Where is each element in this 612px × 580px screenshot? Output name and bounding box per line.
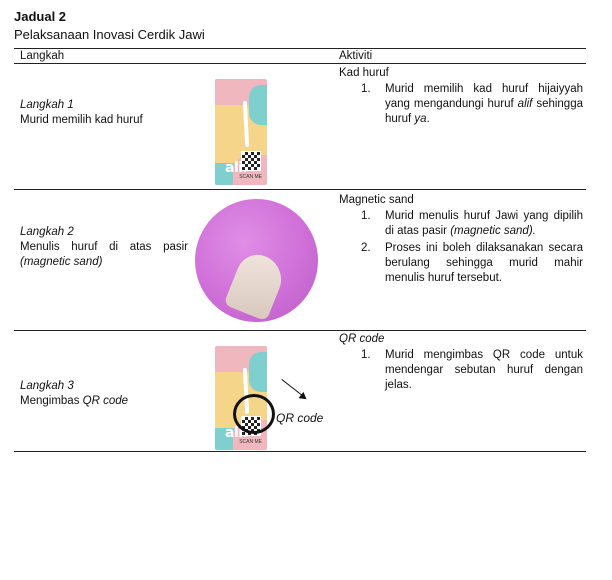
qr-code-icon [241,151,261,171]
activity-cell: Magnetic sand 1.Murid menulis huruf Jawi… [339,193,583,286]
activity-title: QR code [339,333,385,345]
list-item: 1.Murid memilih kad huruf hijaiyyah yang… [361,83,583,125]
row-divider [14,189,586,190]
row-divider [14,330,586,331]
activity-list: 1.Murid memilih kad huruf hijaiyyah yang… [339,82,583,127]
activity-cell: Kad huruf 1.Murid memilih kad huruf hija… [339,66,583,127]
finger-image [223,248,289,322]
step-cell: Langkah 1 Murid memilih kad huruf [20,98,188,128]
activity-list: 1.Murid mengimbas QR code untuk mendenga… [339,348,583,393]
step-label: Langkah 3 [20,380,74,392]
list-item: 1.Murid menulis huruf Jawi yang dipilih … [361,210,583,237]
step-cell: Langkah 3 Mengimbas QR code [20,379,188,409]
activity-list: 1.Murid menulis huruf Jawi yang dipilih … [339,209,583,286]
list-item: 1.Murid mengimbas QR code untuk mendenga… [361,349,583,391]
table-bottom-rule [14,451,586,452]
step-description-italic: (magnetic sand) [20,256,103,268]
activity-cell: QR code 1.Murid mengimbas QR code untuk … [339,332,583,393]
table-row: Langkah 2 Menulis huruf di atas pasir (m… [14,190,586,330]
step-description: Menulis huruf di atas pasir [20,241,188,253]
activity-title: Kad huruf [339,67,389,79]
table-subtitle: Pelaksanaan Inovasi Cerdik Jawi [14,27,205,42]
table-title: Jadual 2 [14,9,67,24]
step-description: Murid memilih kad huruf [20,114,143,126]
callout-arrow-line [281,379,303,396]
list-item: 2.Proses ini boleh dilaksanakan secara b… [361,242,583,284]
card-scan-text: SCAN ME [239,174,262,180]
highlight-circle [233,394,275,434]
card-scan-text: SCAN ME [239,439,262,445]
header-langkah: Langkah [20,50,65,62]
header-aktiviti: Aktiviti [339,50,373,62]
step-description-italic: QR code [82,395,129,407]
step-description: Mengimbas [20,395,83,407]
letter-card-image: alif SCAN ME [215,79,267,185]
activity-title: Magnetic sand [339,194,414,206]
step-label: Langkah 1 [20,99,74,111]
step-label: Langkah 2 [20,226,74,238]
qr-code-callout: QR code [276,411,324,425]
header-bottom-rule [14,63,586,64]
table-row: Langkah 3 Mengimbas QR code alif SCAN ME… [14,331,586,451]
step-cell: Langkah 2 Menulis huruf di atas pasir (m… [20,225,188,270]
table-row: Langkah 1 Murid memilih kad huruf alif S… [14,64,586,187]
header-top-rule [14,48,586,49]
magnetic-sand-photo [195,199,318,322]
